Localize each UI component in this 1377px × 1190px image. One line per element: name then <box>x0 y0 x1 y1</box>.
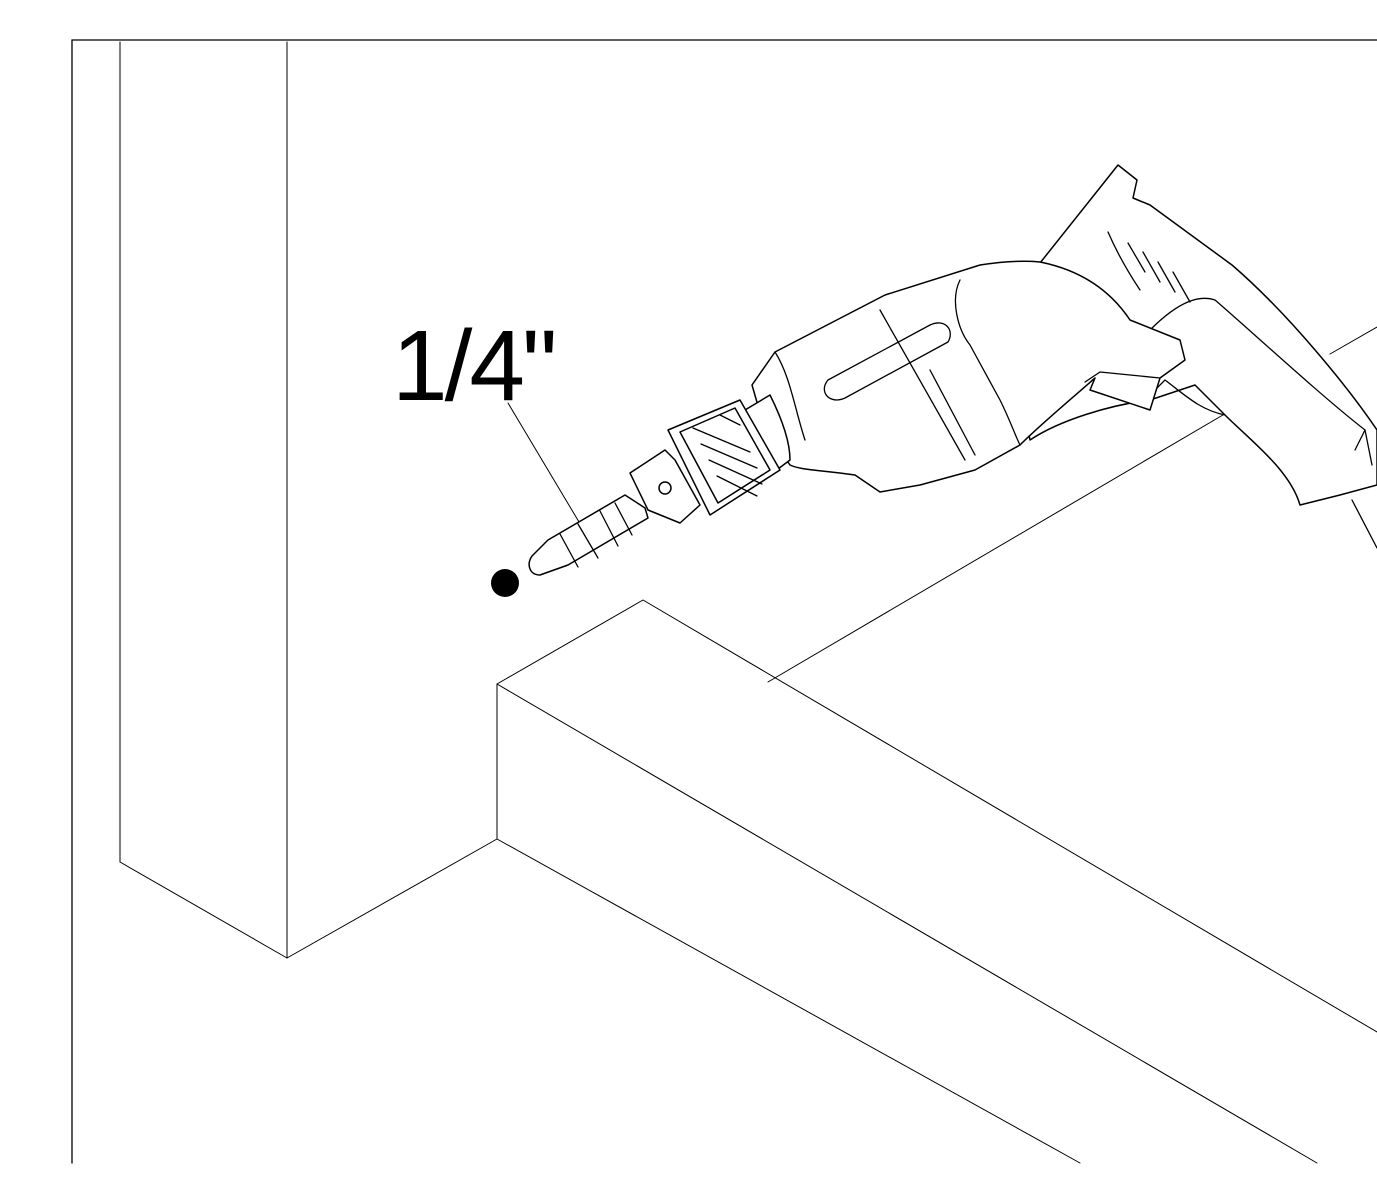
horizontal-rail <box>496 599 1377 1164</box>
drill-bit-size-label: 1/4" <box>392 310 555 422</box>
callout-leader-line <box>507 402 583 528</box>
power-drill-icon <box>528 164 1377 576</box>
vertical-post <box>119 41 498 959</box>
drill-bit-size-callout: 1/4" <box>392 310 583 528</box>
drill-point-dot-icon <box>491 569 519 597</box>
frame-border <box>71 39 1377 1164</box>
back-rail-edge <box>767 326 1377 683</box>
